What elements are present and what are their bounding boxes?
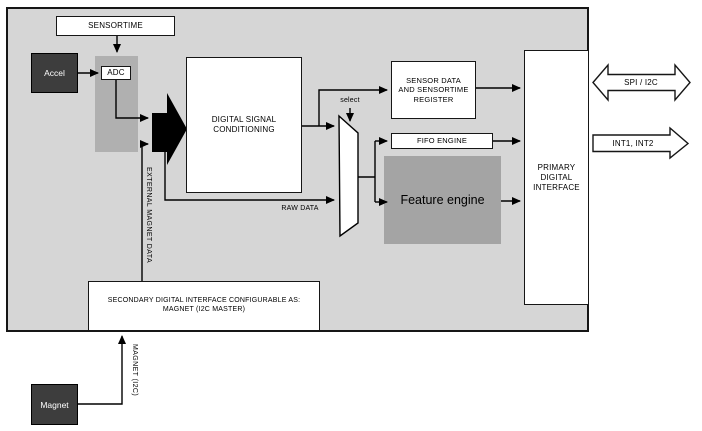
block-secondary-digital-interface: SECONDARY DIGITAL INTERFACE CONFIGURABLE… xyxy=(88,281,320,331)
conn-adc-bus xyxy=(115,80,149,122)
raw-data-label: RAW DATA xyxy=(281,204,319,212)
spi-i2c-bidirectional-arrow xyxy=(592,63,691,102)
data-bus-arrow xyxy=(152,93,187,165)
block-accel: Accel xyxy=(31,53,78,93)
conn-external-magnet-bus xyxy=(140,140,149,281)
magnet-label: Magnet xyxy=(40,399,69,410)
conn-raw-data-mux xyxy=(164,152,335,204)
mux-shape xyxy=(338,114,359,238)
accel-label: Accel xyxy=(44,68,65,78)
spi-i2c-label: SPI / I2C xyxy=(624,78,658,87)
external-magnet-data-label: EXTERNAL MAGNET DATA xyxy=(145,167,152,264)
block-adc: ADC xyxy=(101,66,131,80)
feature-engine-label: Feature engine xyxy=(400,193,485,207)
primary-interface-label: PRIMARY DIGITAL INTERFACE xyxy=(533,162,580,192)
int-pins-label: INT1, INT2 xyxy=(612,139,654,148)
block-sensor-data-register: SENSOR DATA AND SENSORTIME REGISTER xyxy=(391,61,476,119)
conn-dsc-register xyxy=(318,86,388,126)
block-magnet: Magnet xyxy=(31,384,78,425)
conn-magnet-secondary xyxy=(78,335,126,405)
block-sensortime: SENSORTIME xyxy=(56,16,175,36)
select-label: select xyxy=(340,96,360,104)
fifo-label: FIFO ENGINE xyxy=(416,136,468,146)
block-primary-digital-interface: PRIMARY DIGITAL INTERFACE xyxy=(524,50,589,305)
adc-label: ADC xyxy=(107,68,125,77)
sensortime-label: SENSORTIME xyxy=(88,21,143,30)
block-digital-signal-conditioning: DIGITAL SIGNAL CONDITIONING xyxy=(186,57,302,193)
block-feature-engine: Feature engine xyxy=(384,156,501,244)
int-output-arrow xyxy=(592,126,690,160)
magnet-i2c-label: MAGNET (I2C) xyxy=(131,344,138,397)
dsc-label: DIGITAL SIGNAL CONDITIONING xyxy=(211,115,277,134)
block-fifo-engine: FIFO ENGINE xyxy=(391,133,493,149)
secondary-interface-label: SECONDARY DIGITAL INTERFACE CONFIGURABLE… xyxy=(107,297,301,313)
sensor-register-label: SENSOR DATA AND SENSORTIME REGISTER xyxy=(398,75,469,104)
